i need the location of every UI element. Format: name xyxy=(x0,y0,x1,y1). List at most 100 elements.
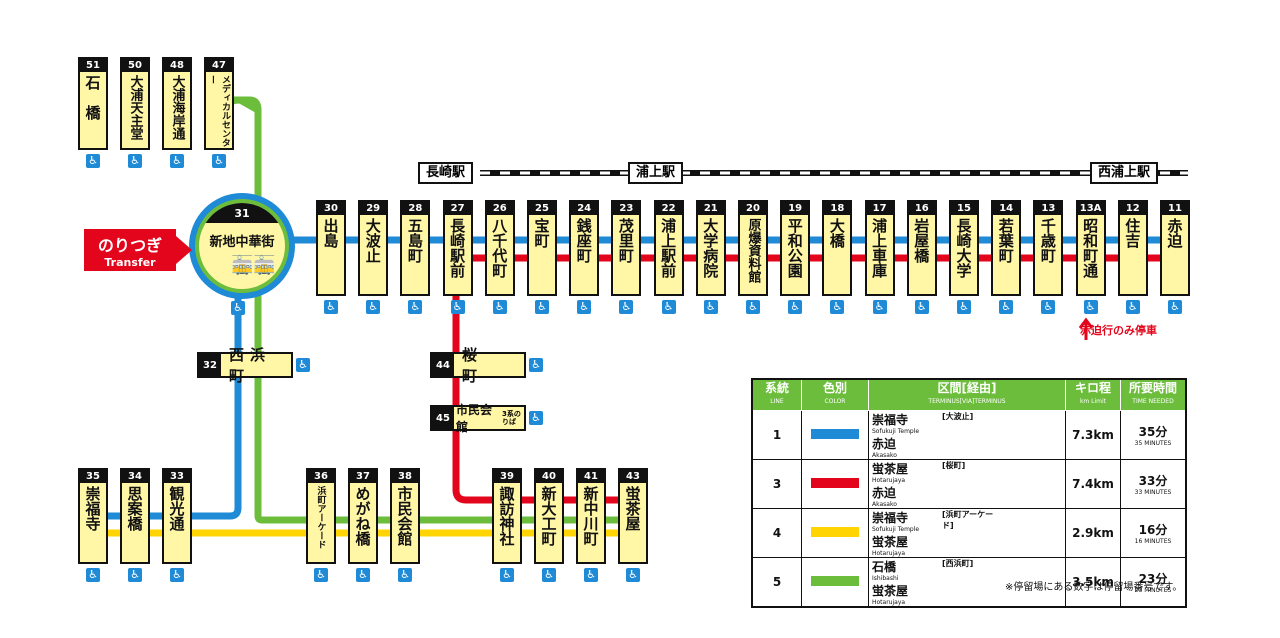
station-name: 大波止 xyxy=(363,218,382,263)
wheelchair-icon: ♿ xyxy=(529,358,543,372)
station-sakuramachi[interactable]: 44 桜 町 xyxy=(430,346,526,385)
wheelchair-icon: ♿ xyxy=(535,300,549,314)
station-number: 22 xyxy=(655,202,682,215)
station-name: 新大工町 xyxy=(539,486,558,546)
station[interactable]: 18 大橋 xyxy=(822,200,853,296)
line-number: 5 xyxy=(751,557,802,608)
hub-station-shinchi[interactable]: 31 新地中華街 🚋🚋 xyxy=(189,193,295,299)
wheelchair-icon: ♿ xyxy=(128,568,142,582)
station-name: 長崎駅前 xyxy=(448,218,467,278)
tram-icon: 🚋🚋 xyxy=(231,255,276,276)
wheelchair-icon: ♿ xyxy=(408,300,423,314)
station-name: 市民会館 xyxy=(395,486,414,546)
station-name: 大橋 xyxy=(827,218,846,248)
jr-nishiurakami-station: 西浦上駅 xyxy=(1090,162,1159,184)
akasako-only-note: 赤迫行のみ停車 xyxy=(1080,324,1157,337)
station[interactable]: 35 崇福寺 xyxy=(78,468,108,564)
station-name: 崇福寺 xyxy=(83,486,102,531)
hub-ring: 31 新地中華街 🚋🚋 xyxy=(195,199,289,293)
station-number: 15 xyxy=(951,202,977,215)
wheelchair-icon: ♿ xyxy=(584,568,598,582)
footnote: ※停留場にある数字は停留場番号です。 xyxy=(1005,582,1183,593)
wheelchair-icon: ♿ xyxy=(746,300,760,314)
transfer-arrow-icon xyxy=(176,236,192,264)
station-number: 38 xyxy=(392,470,418,483)
station-name: 長崎大学 xyxy=(954,218,973,278)
station-name: 新地中華街 xyxy=(209,235,275,250)
wheelchair-icon: ♿ xyxy=(1125,300,1140,314)
station-number: 43 xyxy=(620,470,646,483)
line-3-red-south xyxy=(452,258,640,504)
station-number: 18 xyxy=(824,202,851,215)
station-sub: 3系のりば xyxy=(502,410,521,426)
line-color xyxy=(801,410,869,460)
wheelchair-icon: ♿ xyxy=(86,568,100,582)
station[interactable]: 38 市民会館 xyxy=(390,468,420,564)
station-number: 19 xyxy=(782,202,809,215)
station-number: 14 xyxy=(993,202,1020,215)
station-number: 20 xyxy=(740,202,766,215)
line-1-blue-south xyxy=(90,298,242,520)
wheelchair-icon: ♿ xyxy=(231,301,245,315)
station-name: 市民会館 xyxy=(456,403,493,434)
station-number: 28 xyxy=(402,202,429,215)
wheelchair-icon: ♿ xyxy=(398,568,412,582)
station-number: 47 xyxy=(206,59,232,72)
wheelchair-icon: ♿ xyxy=(86,154,100,168)
station-name: 千歳町 xyxy=(1038,218,1057,263)
color-swatch xyxy=(811,576,859,586)
station-number: 31 xyxy=(199,203,285,223)
station-number: 35 xyxy=(80,470,106,483)
station-nishihama[interactable]: 32 西浜町 xyxy=(197,346,293,385)
wheelchair-icon: ♿ xyxy=(830,300,845,314)
station[interactable]: 15 長崎大学 xyxy=(949,200,979,296)
station-shiminkaikan-3[interactable]: 45 市民会館 3系のりば xyxy=(430,403,526,434)
line-color xyxy=(801,557,869,608)
wheelchair-icon: ♿ xyxy=(128,154,142,168)
station-number: 34 xyxy=(122,470,148,483)
station-number: 21 xyxy=(697,202,724,215)
station-name: 西浜町 xyxy=(229,346,272,385)
wheelchair-icon: ♿ xyxy=(212,154,226,168)
station-number: 39 xyxy=(494,470,520,483)
line-5-top xyxy=(228,96,262,111)
line-number: 1 xyxy=(751,410,802,460)
wheelchair-icon: ♿ xyxy=(500,568,514,582)
